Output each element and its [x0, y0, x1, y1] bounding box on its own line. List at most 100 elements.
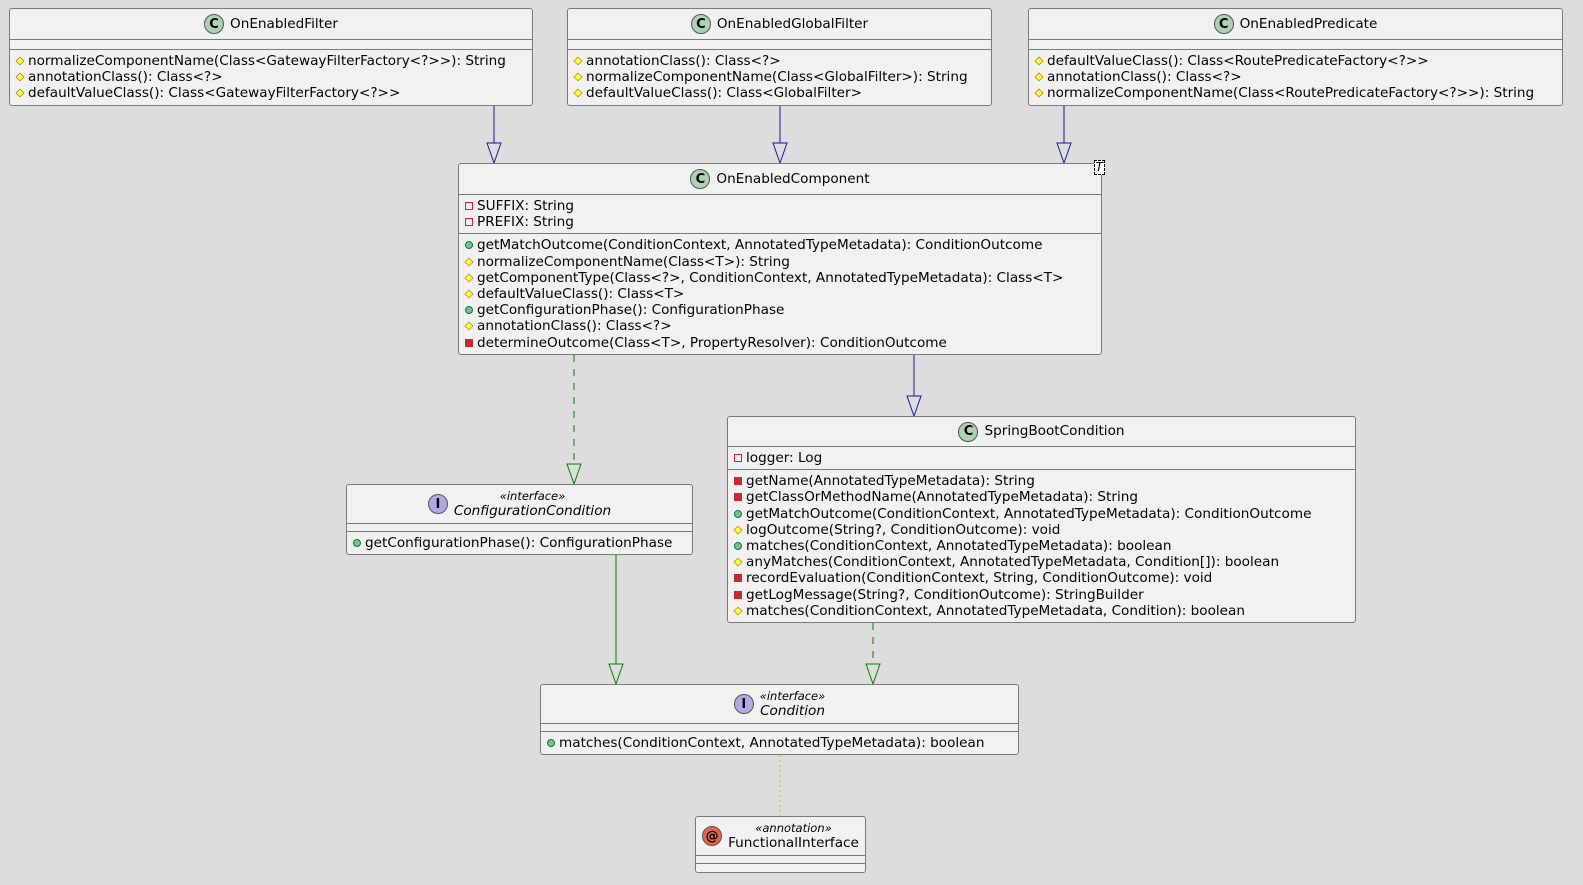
method: normalizeComponentName(Class<RoutePredic…: [1034, 85, 1556, 102]
class-titles: SpringBootCondition: [984, 424, 1124, 439]
method: annotationClass(): Class<?>: [1034, 69, 1556, 85]
method-text: annotationClass(): Class<?>: [477, 318, 672, 335]
method-text: getClassOrMethodName(AnnotatedTypeMetada…: [746, 489, 1138, 506]
class-titles: OnEnabledPredicate: [1240, 16, 1378, 32]
field-text: SUFFIX: String: [477, 198, 575, 215]
protected-visibility-icon: [733, 606, 743, 616]
class-name: ConfigurationCondition: [453, 503, 612, 519]
class-header: @«annotation»FunctionalInterface: [696, 817, 865, 856]
method: getConfigurationPhase(): ConfigurationPh…: [353, 535, 686, 551]
class-badge-icon: C: [1213, 14, 1234, 34]
protected-visibility-icon: [573, 56, 583, 66]
inheritance-arrowhead-icon: [865, 663, 881, 686]
public-visibility-icon: [465, 306, 473, 315]
method: getClassOrMethodName(AnnotatedTypeMetada…: [734, 489, 1349, 505]
class-titles: OnEnabledComponent: [716, 170, 870, 187]
method: determineOutcome(Class<T>, PropertyResol…: [465, 335, 1095, 351]
protected-visibility-icon: [573, 88, 583, 98]
protected-visibility-icon: [1034, 72, 1044, 82]
method-text: normalizeComponentName(Class<RoutePredic…: [1047, 85, 1535, 102]
protected-visibility-icon: [464, 289, 474, 299]
protected-visibility-icon: [15, 88, 25, 98]
inheritance-arrowhead-icon: [1056, 142, 1072, 165]
methods-compartment: getConfigurationPhase(): ConfigurationPh…: [347, 532, 692, 554]
private-field-visibility-icon: [465, 202, 473, 211]
field-text: PREFIX: String: [477, 214, 574, 231]
class-header: C OnEnabledFilter: [10, 9, 532, 40]
method-text: annotationClass(): Class<?>: [586, 53, 781, 70]
field: PREFIX: String: [465, 214, 1095, 230]
class-on-enabled-predicate[interactable]: C OnEnabledPredicate defaultValueClass(): …: [1028, 8, 1563, 106]
fields-compartment: [1029, 40, 1562, 50]
class-titles: OnEnabledFilter: [230, 15, 338, 32]
public-visibility-icon: [353, 539, 361, 548]
class-on-enabled-filter[interactable]: C OnEnabledFilter normalizeComponentName(C…: [9, 8, 533, 106]
private-field-visibility-icon: [734, 454, 742, 463]
class-configuration-condition[interactable]: I «interface»ConfigurationCondition getCon…: [346, 484, 693, 556]
class-header: C SpringBootCondition: [728, 417, 1355, 447]
protected-visibility-icon: [464, 273, 474, 283]
class-titles: «interface»Condition: [760, 689, 826, 719]
method: getConfigurationPhase(): ConfigurationPh…: [465, 302, 1095, 318]
public-visibility-icon: [734, 509, 742, 518]
inheritance-arrowhead-icon: [486, 142, 502, 165]
class-condition[interactable]: I«interface»Condition matches(ConditionCo…: [540, 684, 1019, 756]
method: getMatchOutcome(ConditionContext, Annota…: [465, 237, 1095, 253]
method: annotationClass(): Class<?>: [464, 318, 1095, 335]
method-text: normalizeComponentName(Class<GatewayFilt…: [28, 53, 506, 70]
field: logger: Log: [734, 450, 1349, 466]
method: normalizeComponentName(Class<GatewayFilt…: [15, 53, 526, 70]
protected-visibility-icon: [464, 257, 474, 267]
class-functional-interface[interactable]: @«annotation»FunctionalInterface: [695, 816, 866, 873]
methods-compartment: [696, 864, 865, 872]
method-text: getMatchOutcome(ConditionContext, Annota…: [746, 505, 1312, 522]
method-text: defaultValueClass(): Class<RoutePredicat…: [1047, 53, 1429, 70]
class-header: I«interface»Condition: [541, 685, 1018, 724]
method: matches(ConditionContext, AnnotatedTypeM…: [734, 538, 1349, 554]
method-text: matches(ConditionContext, AnnotatedTypeM…: [746, 602, 1245, 619]
method: matches(ConditionContext, AnnotatedTypeM…: [547, 735, 1012, 751]
private-visibility-icon: [734, 493, 742, 502]
method-text: getName(AnnotatedTypeMetadata): String: [746, 473, 1035, 490]
protected-visibility-icon: [1034, 56, 1044, 66]
class-badge-icon: C: [204, 14, 225, 34]
method: defaultValueClass(): Class<GatewayFilter…: [15, 85, 526, 101]
method: anyMatches(ConditionContext, AnnotatedTy…: [733, 554, 1349, 570]
method-text: getComponentType(Class<?>, ConditionCont…: [477, 269, 1064, 286]
method: recordEvaluation(ConditionContext, Strin…: [734, 570, 1349, 586]
class-header: I «interface»ConfigurationCondition: [347, 485, 692, 524]
class-badge-icon: C: [958, 421, 979, 442]
method-text: getLogMessage(String?, ConditionOutcome)…: [746, 586, 1144, 603]
methods-compartment: normalizeComponentName(Class<GatewayFilt…: [10, 50, 532, 105]
annotation-badge-icon: @: [702, 826, 723, 846]
class-name: OnEnabledComponent: [716, 170, 870, 187]
field: SUFFIX: String: [465, 198, 1095, 214]
protected-visibility-icon: [15, 56, 25, 66]
class-titles: OnEnabledGlobalFilter: [717, 16, 868, 32]
class-badge-icon: C: [690, 169, 711, 189]
field-text: logger: Log: [746, 450, 823, 467]
class-name: OnEnabledFilter: [230, 15, 338, 32]
stereotype: «interface»: [759, 689, 826, 703]
method-text: annotationClass(): Class<?>: [28, 69, 223, 86]
interface-badge-icon: I: [427, 494, 448, 514]
method: normalizeComponentName(Class<T>): String: [464, 254, 1095, 270]
method-text: getConfigurationPhase(): ConfigurationPh…: [365, 535, 673, 552]
class-spring-boot-condition[interactable]: C SpringBootCondition logger: Log getName(A…: [727, 416, 1356, 623]
class-titles: «annotation»FunctionalInterface: [728, 821, 859, 851]
class-name: Condition: [760, 703, 825, 719]
class-header: C OnEnabledComponent: [459, 164, 1101, 195]
method: getMatchOutcome(ConditionContext, Annota…: [734, 506, 1349, 522]
method: normalizeComponentName(Class<GlobalFilte…: [573, 69, 985, 85]
method-text: matches(ConditionContext, AnnotatedTypeM…: [559, 735, 985, 752]
class-header: C OnEnabledPredicate: [1029, 9, 1562, 40]
methods-compartment: matches(ConditionContext, AnnotatedTypeM…: [541, 732, 1018, 754]
method: defaultValueClass(): Class<RoutePredicat…: [1034, 53, 1556, 70]
stereotype: «interface»: [499, 489, 566, 503]
